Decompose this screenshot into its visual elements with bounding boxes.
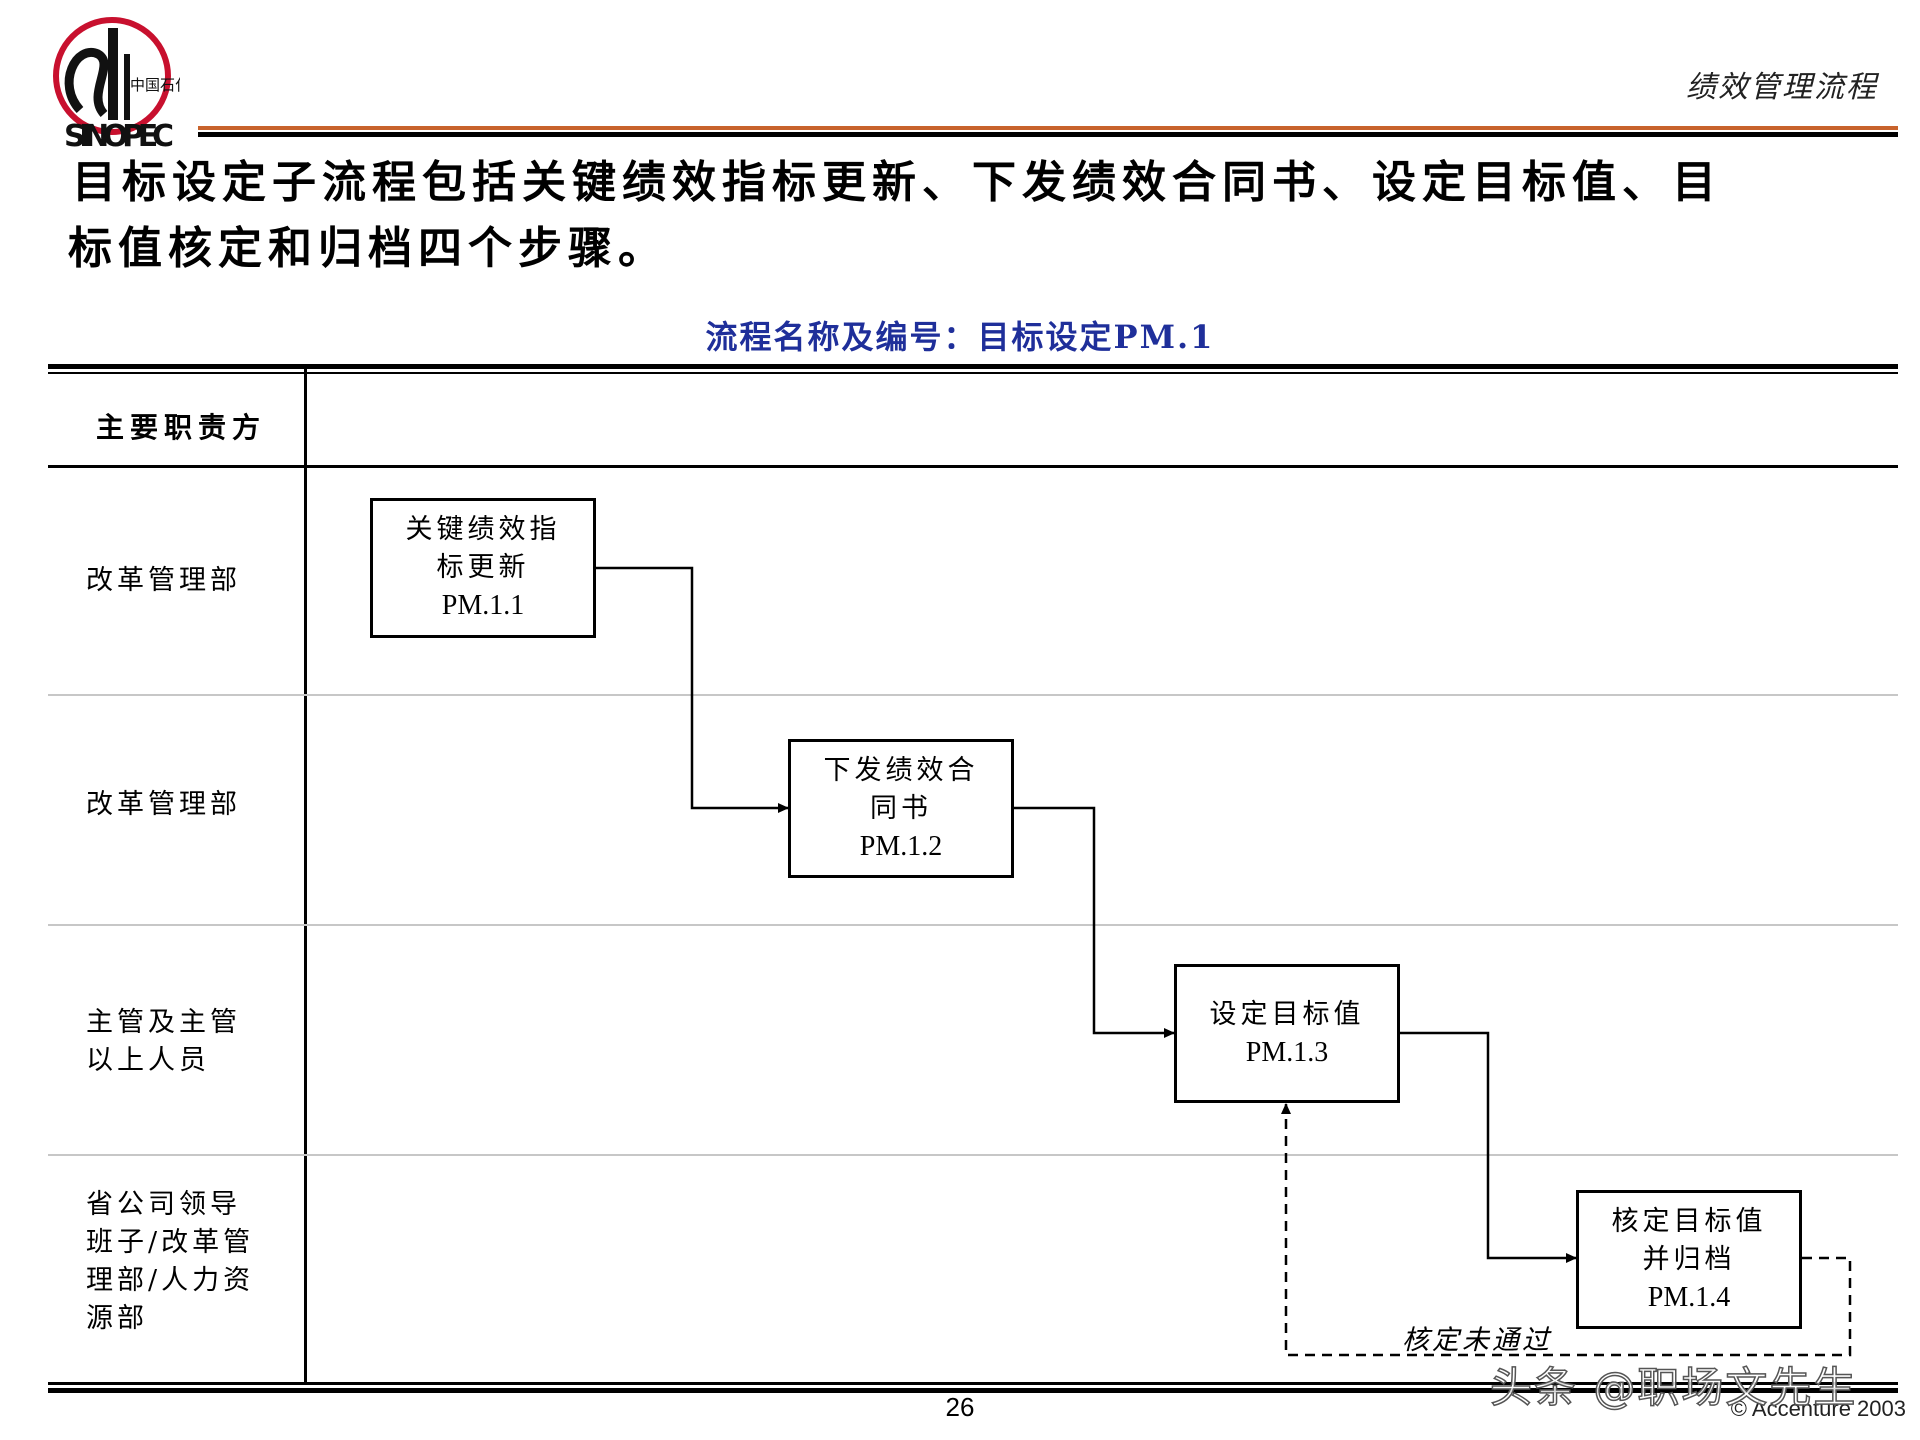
step-text: 核定目标值	[1611, 1205, 1767, 1237]
lane-divider	[48, 694, 1898, 696]
lane-label-line: 班子/改革管	[86, 1227, 255, 1258]
connector-step1-to-step2	[596, 566, 789, 813]
step-code: PM.1.1	[441, 590, 525, 621]
table-bottom-rule	[48, 1388, 1898, 1393]
headline-line-1: 目标设定子流程包括关键绩效指标更新、下发绩效合同书、设定目标值、目	[72, 157, 1722, 208]
lane-label-reform-dept-2: 改革管理部	[86, 786, 241, 824]
logo-wordmark: SINOPEC	[64, 119, 174, 154]
lane-label-line: 省公司领导	[86, 1189, 241, 1220]
table-top-rule-thin	[48, 372, 1898, 374]
step-text: 并归档	[1642, 1243, 1736, 1275]
sinopec-logo: 中国石化 SINOPEC	[46, 14, 190, 154]
reject-label: 核定未通过	[1402, 1325, 1552, 1356]
lane-label-line: 理部/人力资	[86, 1265, 255, 1296]
page-number: 26	[945, 1392, 975, 1422]
table-header-rule	[48, 465, 1898, 468]
step-text: 同书	[870, 792, 932, 824]
lane-label-line: 改革管理部	[86, 789, 241, 820]
lane-label-line: 源部	[86, 1303, 148, 1334]
lane-label-line: 主管及主管	[86, 1007, 241, 1038]
header-rule-accent	[198, 126, 1898, 130]
connector-step2-to-step3	[1014, 806, 1175, 1038]
copyright: © Accenture 2003	[1730, 1396, 1906, 1421]
step-box-approve-archive[interactable]: 核定目标值 并归档 PM.1.4	[1576, 1190, 1802, 1329]
lane-label-supervisors: 主管及主管 以上人员	[86, 1004, 241, 1080]
connector-reject-loop	[1281, 1103, 1852, 1357]
step-code: PM.1.2	[859, 830, 943, 862]
header-rule	[198, 132, 1898, 137]
step-text: 关键绩效指	[405, 514, 561, 545]
lane-label-line: 改革管理部	[86, 565, 241, 596]
table-column-divider	[304, 368, 307, 1384]
table-top-rule	[48, 364, 1898, 369]
step-text: 下发绩效合	[823, 754, 979, 786]
lane-divider	[48, 1154, 1898, 1156]
table-bottom-rule-thin	[48, 1382, 1898, 1385]
sinopec-logo-icon: 中国石化 SINOPEC	[53, 17, 190, 154]
lane-divider	[48, 924, 1898, 926]
section-title: 绩效管理流程	[1686, 70, 1878, 105]
lane-label-leadership: 省公司领导 班子/改革管 理部/人力资 源部	[86, 1186, 254, 1338]
connector-step3-to-step4	[1398, 1031, 1577, 1263]
lane-label-line: 以上人员	[86, 1045, 210, 1076]
logo-cn-text: 中国石化	[130, 76, 180, 94]
step-code: PM.1.3	[1245, 1036, 1329, 1068]
watermark: 头条 @职场文先生	[1489, 1362, 1858, 1413]
step-text: 设定目标值	[1209, 998, 1365, 1030]
responsible-party-header: 主要职责方	[96, 411, 267, 444]
lane-label-reform-dept-1: 改革管理部	[86, 562, 241, 600]
step-box-issue-contract[interactable]: 下发绩效合 同书 PM.1.2	[788, 739, 1014, 878]
headline-line-2: 标值核定和归档四个步骤。	[68, 223, 668, 274]
step-code: PM.1.4	[1647, 1281, 1731, 1313]
step-box-set-target[interactable]: 设定目标值 PM.1.3	[1174, 964, 1400, 1103]
step-text: 标更新	[436, 552, 530, 583]
step-box-kpi-update[interactable]: 关键绩效指 标更新 PM.1.1	[370, 498, 596, 638]
process-name: 流程名称及编号：目标设定PM.1	[705, 318, 1215, 356]
page-headline: 目标设定子流程包括关键绩效指标更新、下发绩效合同书、设定目标值、目 标值核定和归…	[68, 150, 1852, 282]
